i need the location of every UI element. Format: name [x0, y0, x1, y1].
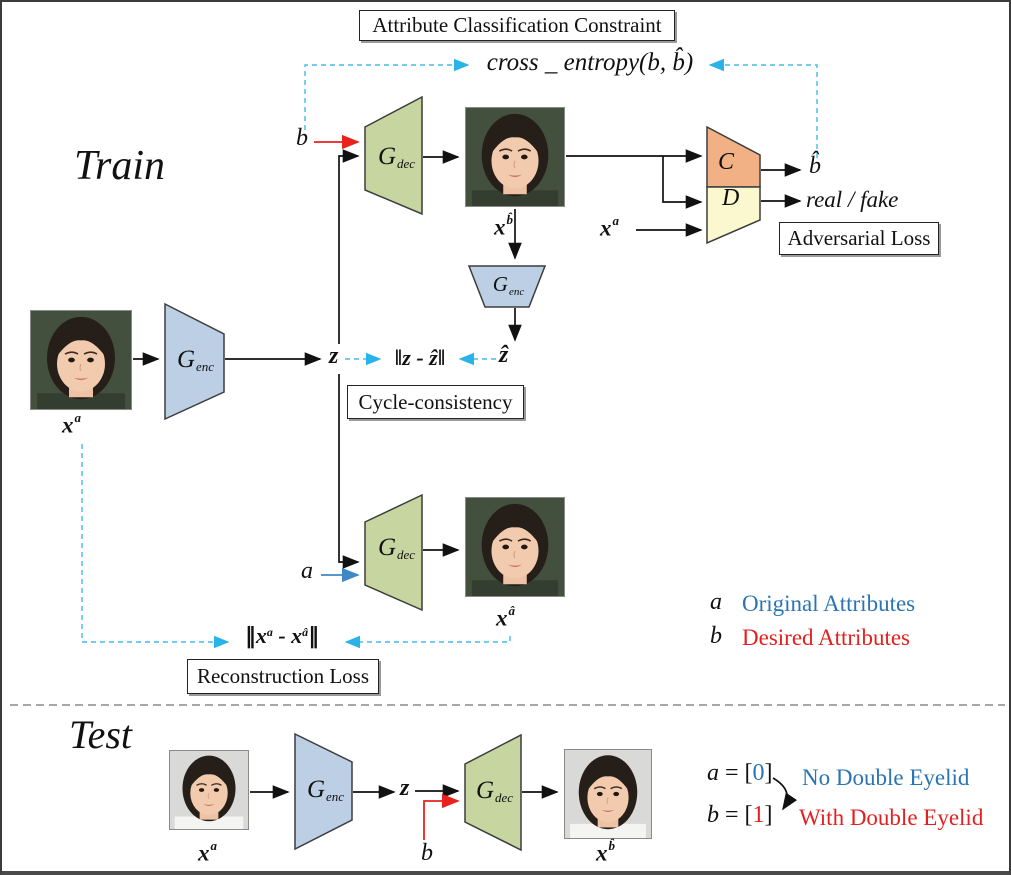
adversarial-loss-box: Adversarial Loss [779, 222, 939, 255]
cross-entropy-formula: cross _ entropy(b, b̂) [486, 49, 694, 76]
b-input-label-train: b [296, 125, 308, 151]
test-legend-a-text: No Double Eyelid [802, 765, 970, 790]
test-legend-b-row: b = [1] [707, 802, 773, 829]
z-label-test: z [400, 775, 410, 801]
legend-a-symbol: a [710, 589, 722, 615]
legend-a-text: Original Attributes [742, 591, 916, 616]
link-xa-to-recon [81, 444, 230, 649]
gdec-bottom-block [364, 493, 423, 612]
xa-label-mid: xa [600, 213, 619, 241]
arrow-a-to-b-curve [772, 777, 798, 811]
cycle-formula: ‖z - ẑ‖ [394, 345, 446, 370]
reconstruction-formula: ‖xa - xâ‖ [234, 623, 330, 649]
genc-train-block [164, 302, 225, 421]
test-legend-b-eq: = [ [719, 802, 753, 828]
reconstruction-loss-label: Reconstruction Loss [196, 664, 370, 688]
xa-label-train: xa [62, 410, 81, 438]
attribute-constraint-box: Attribute Classification Constraint [359, 10, 675, 41]
face-image-xa-train [30, 310, 132, 410]
face-image-xbhat-test [564, 749, 652, 839]
discriminator-block [706, 186, 761, 245]
recon-minus: - [272, 623, 292, 648]
real-fake-label: real / fake [806, 187, 899, 212]
xahat-label-train: xâ [496, 603, 515, 631]
recon-x2-sup: â [302, 625, 309, 639]
cycle-consistency-box: Cycle-consistency [347, 385, 524, 419]
test-legend-b-close: ] [764, 802, 773, 828]
test-legend-b-val: 1 [752, 802, 765, 828]
gdec-test-block [464, 733, 522, 852]
norm-open: ‖ [244, 624, 256, 649]
gdec-top-label: Gdec [377, 143, 416, 171]
genc-cycle-label: Genc [492, 272, 525, 298]
genc-cycle-block [467, 265, 547, 308]
gdec-test-label: Gdec [475, 777, 514, 805]
bhat-output-label: b̂ [809, 153, 821, 179]
test-legend-b-var: b [707, 802, 719, 828]
wire-branch-to-discriminator [662, 156, 703, 209]
test-legend-a-close: ] [764, 760, 773, 786]
xa-label-test: xa [198, 838, 217, 866]
test-legend-a-row: a = [0] [707, 760, 773, 787]
a-input-label-train: a [301, 558, 313, 584]
recon-x1-sup: a [266, 625, 273, 639]
genc-test-label: Genc [306, 776, 345, 804]
gdec-top-block [364, 95, 423, 216]
train-section-title: Train [74, 143, 166, 189]
legend-b-text: Desired Attributes [742, 625, 910, 650]
classifier-label: C [718, 149, 735, 175]
face-image-xbhat-train [465, 107, 565, 207]
wire-z-down-to-gdec [338, 374, 360, 569]
gdec-bottom-label: Gdec [377, 534, 416, 562]
adversarial-loss-label: Adversarial Loss [787, 226, 931, 250]
test-section-title: Test [69, 712, 133, 757]
recon-x2: x [291, 623, 303, 648]
attribute-constraint-label: Attribute Classification Constraint [372, 13, 662, 37]
reconstruction-loss-box: Reconstruction Loss [187, 659, 379, 694]
test-legend-a-eq: = [ [719, 760, 753, 786]
b-input-label-test: b [421, 840, 433, 866]
face-image-xahat-train [465, 497, 565, 597]
link-xahat-to-recon [344, 635, 511, 649]
z-label-train: z [326, 343, 342, 370]
genc-test-block [294, 732, 353, 851]
test-legend-a-var: a [707, 760, 719, 786]
link-bhat-to-crossentropy [708, 58, 818, 158]
xbhat-label-test: xb̂ [596, 838, 615, 866]
genc-train-label: Genc [176, 346, 215, 374]
xbhat-label-train: xb̂ [494, 212, 513, 240]
recon-x1: x [255, 623, 267, 648]
discriminator-label: D [722, 185, 740, 211]
link-b-to-crossentropy [304, 58, 470, 130]
cycle-consistency-label: Cycle-consistency [358, 389, 513, 414]
wire-test-b-to-gdec [423, 793, 460, 840]
wire-z-up-to-gdec [338, 149, 360, 344]
zhat-label: ẑ [499, 342, 509, 368]
norm-close: ‖ [308, 624, 320, 649]
face-image-xa-test [169, 750, 249, 830]
test-legend-b-text: With Double Eyelid [799, 805, 984, 830]
test-legend-a-val: 0 [752, 760, 765, 786]
legend-b-symbol: b [710, 623, 722, 649]
